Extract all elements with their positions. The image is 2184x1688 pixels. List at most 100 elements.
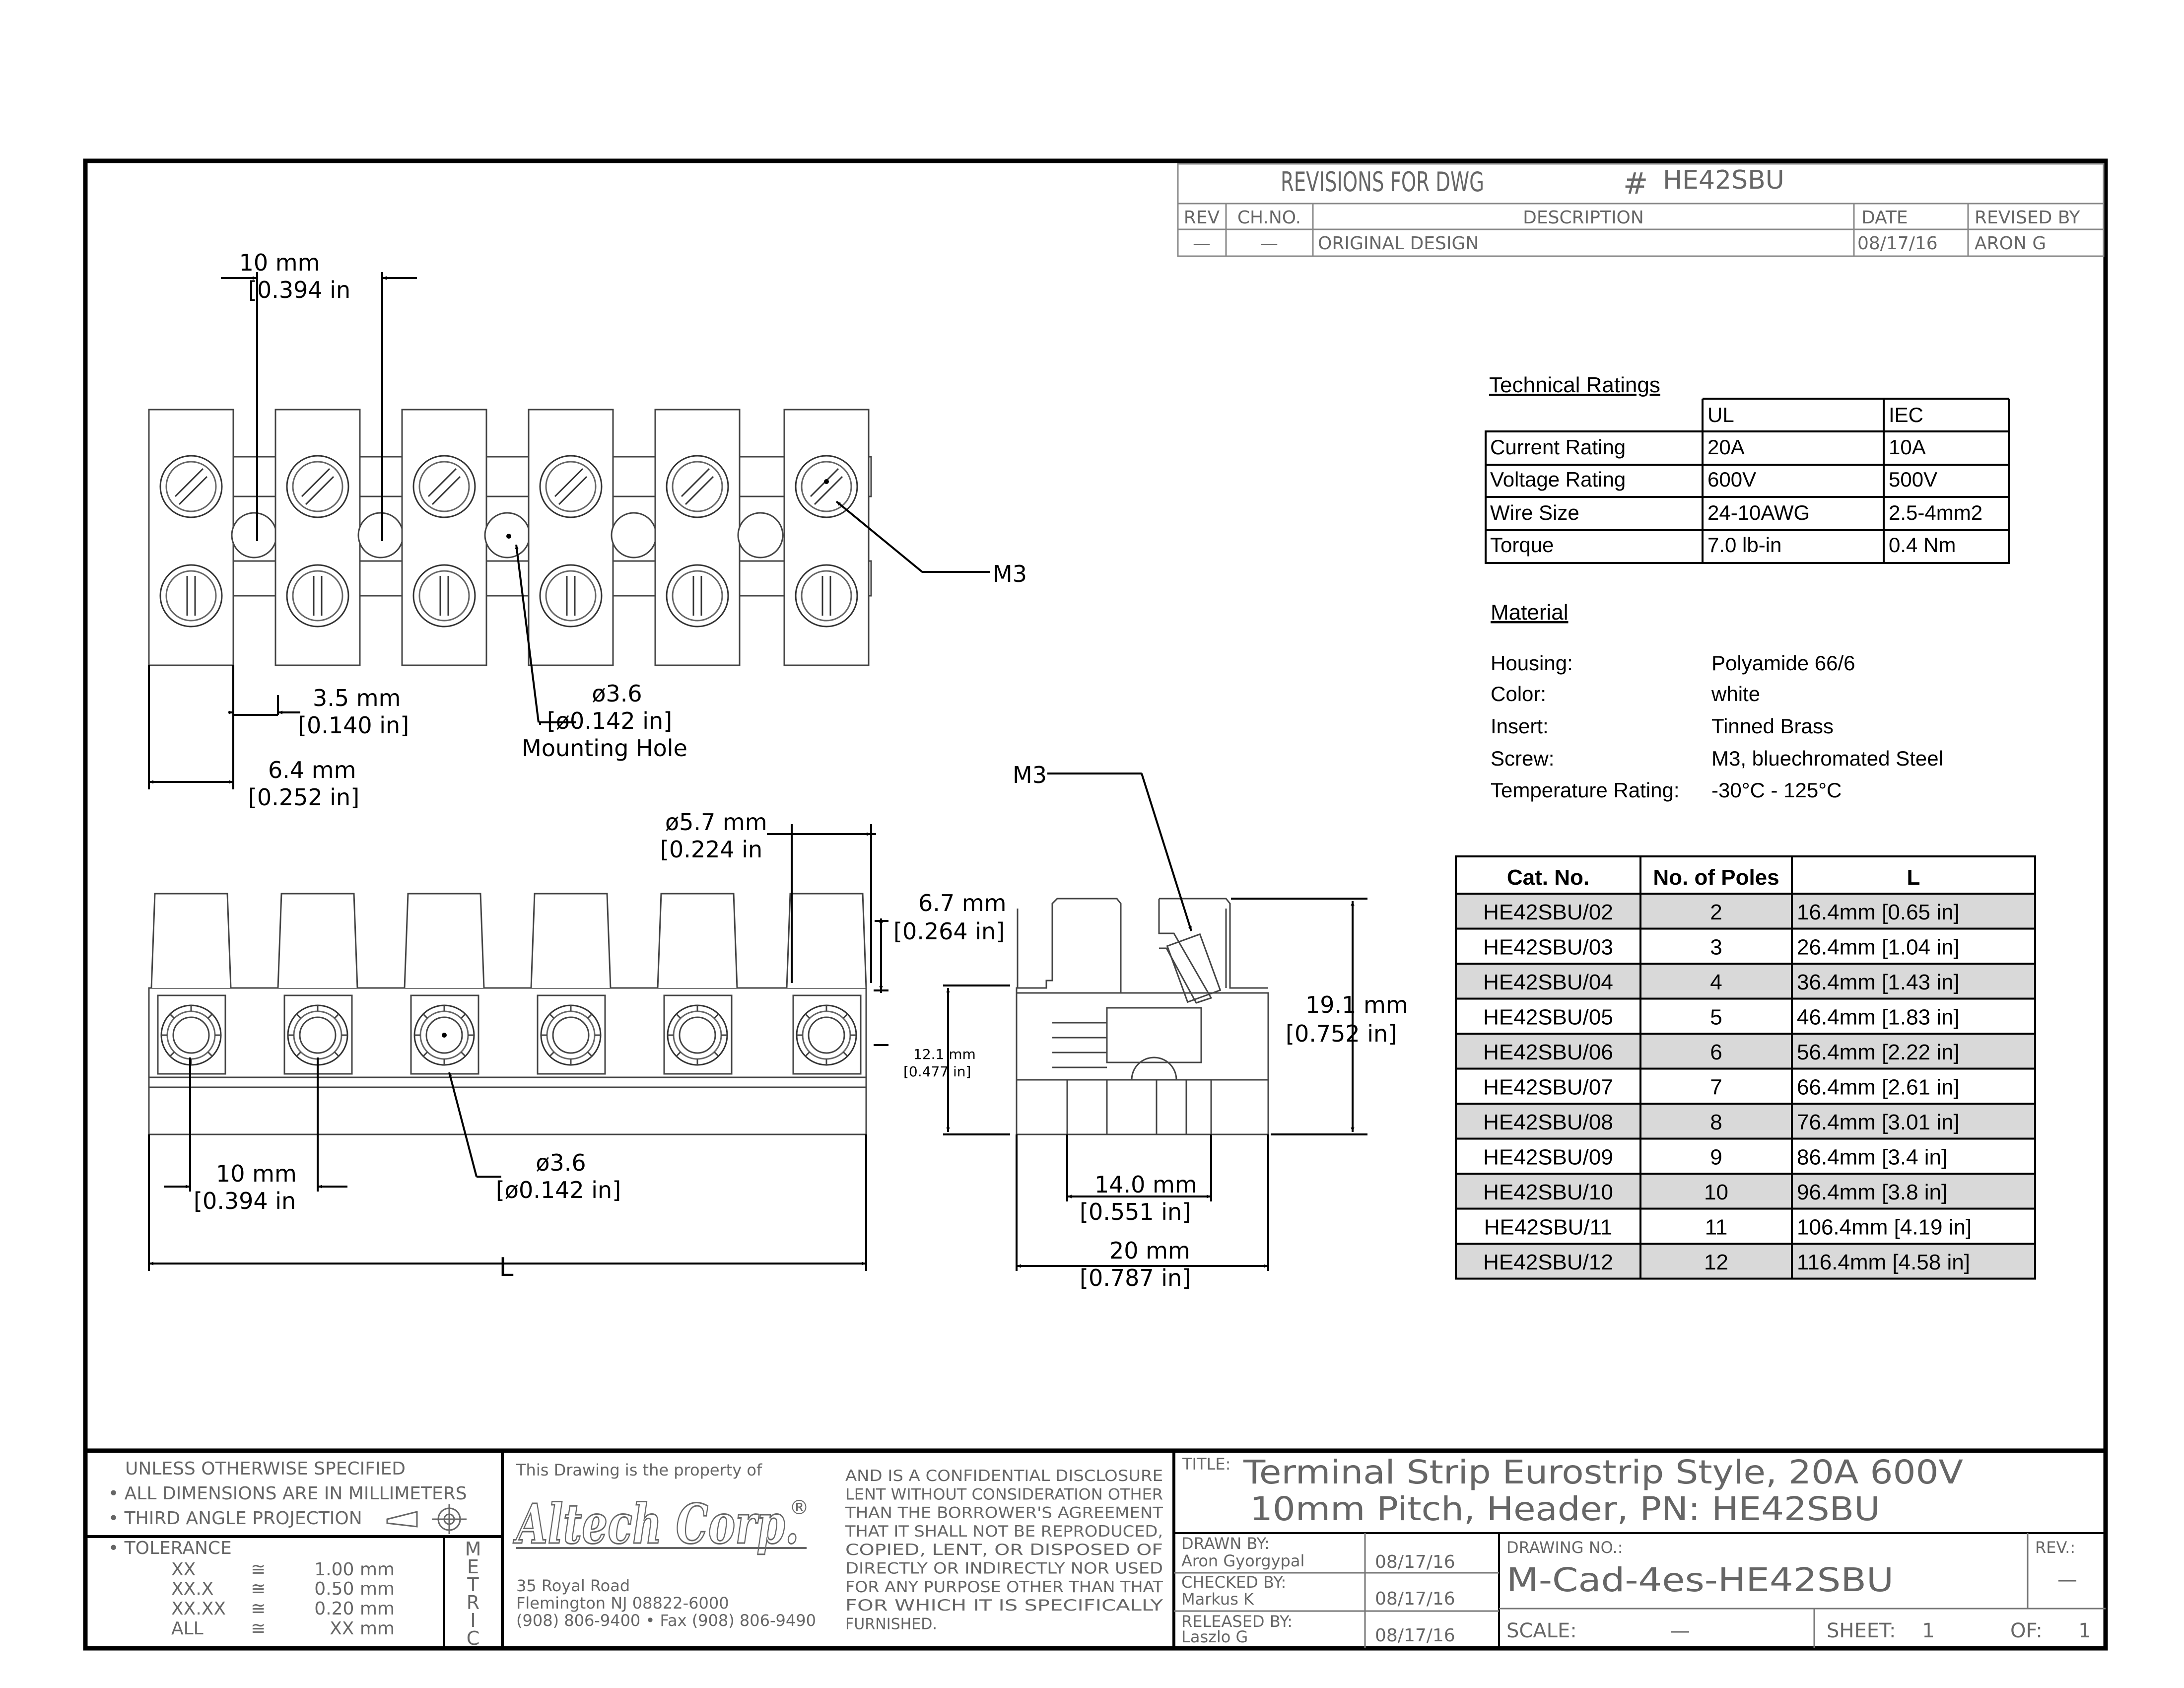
h121-mm-label: 12.1 mm: [913, 1046, 976, 1062]
revisions-text: REVISIONS FOR DWG # HE42SBU REV CH.NO. D…: [1184, 165, 2081, 254]
screw-slotted-bottom: [412, 564, 476, 628]
cat-no-header: Cat. No.: [1507, 865, 1589, 890]
length-cell: 46.4mm [1.83 in]: [1797, 1005, 1960, 1030]
poles-cell: 7: [1710, 1075, 1722, 1100]
rev-label: REV.:: [2035, 1538, 2075, 1557]
length-cell: 16.4mm [0.65 in]: [1797, 900, 1960, 924]
technical-ratings-title: Technical Ratings: [1489, 373, 1660, 397]
side-view: [1016, 898, 1269, 1135]
rating-label: Voltage Rating: [1490, 468, 1626, 491]
terminal-block: [528, 409, 614, 666]
rev-header: REV: [1184, 208, 1220, 228]
company-name: Altech Corp.: [513, 1492, 799, 1556]
material-label: Housing:: [1491, 651, 1573, 675]
d57-mm-label: ø5.7 mm: [665, 809, 767, 836]
iec-column-header: IEC: [1889, 403, 1923, 426]
top-view-dimensions: 10 mm [0.394 in M3 3.5 mm [0.140 in] ø3.…: [239, 249, 1027, 811]
poles-cell: 3: [1710, 935, 1722, 960]
width-mm-label: 6.4 mm: [268, 757, 356, 783]
cat-no-cell: HE42SBU/10: [1483, 1180, 1613, 1204]
scale-value: —: [1670, 1619, 1690, 1642]
screw-slotted-top: [159, 455, 223, 518]
metric-letter: C: [467, 1627, 480, 1649]
wire-entry-sleeve: [404, 893, 485, 988]
screw-slotted-top: [412, 455, 476, 518]
drawn-date: 08/17/16: [1375, 1552, 1455, 1572]
w140-mm-label: 14.0 mm: [1094, 1171, 1197, 1198]
tolerance-value: XX mm: [330, 1618, 395, 1639]
rating-iec-value: 2.5-4mm2: [1889, 501, 1982, 524]
address-line: Flemington NJ 08822-6000: [516, 1594, 729, 1613]
tolerance-key: XX.X: [171, 1579, 213, 1599]
metric-letter: I: [470, 1610, 476, 1631]
checked-by-name: Markus K: [1181, 1590, 1254, 1609]
clamp-screw: [160, 1004, 222, 1066]
disclosure-line: COPIED, LENT, OR DISPOSED OF: [845, 1541, 1163, 1559]
front-hole-mm-label: ø3.6: [536, 1149, 586, 1176]
top-view-dim-lines: [148, 272, 990, 789]
material-value: -30°C - 125°C: [1711, 778, 1842, 802]
front-view-dimensions: ø5.7 mm [0.224 in 6.7 mm [0.264 in] 12.1…: [194, 809, 1006, 1282]
length-cell: 66.4mm [2.61 in]: [1797, 1075, 1960, 1100]
h67-in-label: [0.264 in]: [893, 918, 1005, 945]
front-hole-in-label: [ø0.142 in]: [496, 1177, 621, 1203]
revisions-hash: #: [1623, 166, 1648, 201]
released-by-label: RELEASED BY:: [1181, 1612, 1293, 1631]
poles-cell: 5: [1710, 1005, 1722, 1030]
title-label: TITLE:: [1182, 1455, 1230, 1474]
spec-line: • ALL DIMENSIONS ARE IN MILLIMETERS: [108, 1483, 467, 1504]
third-angle-projection-icon: [386, 1504, 467, 1534]
length-cell: 106.4mm [4.19 in]: [1797, 1215, 1972, 1240]
h191-in-label: [0.752 in]: [1286, 1020, 1397, 1047]
drawing-no-label: DRAWING NO.:: [1506, 1538, 1623, 1557]
drawn-by-name: Aron Gyorgypal: [1181, 1551, 1304, 1570]
catalog-row-shade: [1456, 1244, 2035, 1279]
rating-iec-value: 0.4 Nm: [1889, 533, 1956, 557]
terminal-block: [274, 409, 361, 666]
disclosure-line: AND IS A CONFIDENTIAL DISCLOSURE: [845, 1467, 1163, 1485]
drawing-number: M-Cad-4es-HE42SBU: [1506, 1561, 1894, 1599]
tolerance-key: XX.XX: [171, 1599, 226, 1619]
mounting-hole-label: Mounting Hole: [522, 735, 687, 762]
screw-slotted-top: [666, 455, 729, 518]
rating-ul-value: 600V: [1707, 468, 1756, 491]
tolerance-symbol: ≅: [251, 1579, 266, 1599]
hole-mm-label: ø3.6: [592, 680, 642, 707]
disclosure-line: FOR ANY PURPOSE OTHER THAN THAT: [845, 1578, 1163, 1596]
metric-letter: M: [465, 1538, 481, 1560]
released-by-name: Laszlo G: [1181, 1627, 1248, 1646]
registered-mark: ®: [789, 1496, 809, 1519]
cat-no-cell: HE42SBU/04: [1483, 970, 1613, 994]
pitch-mm-label: 10 mm: [239, 249, 320, 276]
catalog-row-shade: [1456, 1104, 2035, 1139]
terminal-block: [783, 409, 870, 666]
length-cell: 36.4mm [1.43 in]: [1797, 970, 1960, 994]
mounting-hole: [611, 512, 657, 559]
front-view: [148, 893, 867, 1135]
gap-mm-label: 3.5 mm: [313, 685, 401, 711]
disclosure-line: FURNISHED.: [845, 1615, 937, 1633]
tolerance-key: XX: [171, 1559, 196, 1580]
gap-in-label: [0.140 in]: [298, 712, 409, 739]
h121-in-label: [0.477 in]: [903, 1063, 971, 1080]
terminal-block: [654, 409, 741, 666]
terminal-block: [401, 409, 487, 666]
poles-cell: 10: [1704, 1180, 1728, 1204]
length-cell: 56.4mm [2.22 in]: [1797, 1040, 1960, 1064]
side-view-dim-lines: [1016, 773, 1367, 1271]
material-value: white: [1711, 682, 1760, 705]
wire-entry-sleeve: [277, 893, 358, 988]
rev-value: —: [1193, 233, 1211, 254]
spec-line: UNLESS OTHERWISE SPECIFIED: [125, 1459, 406, 1479]
metric-letter: E: [467, 1556, 479, 1578]
length-cell: 26.4mm [1.04 in]: [1797, 935, 1960, 960]
tolerance-key: ALL: [171, 1618, 204, 1639]
length-cell: 116.4mm [4.58 in]: [1797, 1250, 1970, 1274]
